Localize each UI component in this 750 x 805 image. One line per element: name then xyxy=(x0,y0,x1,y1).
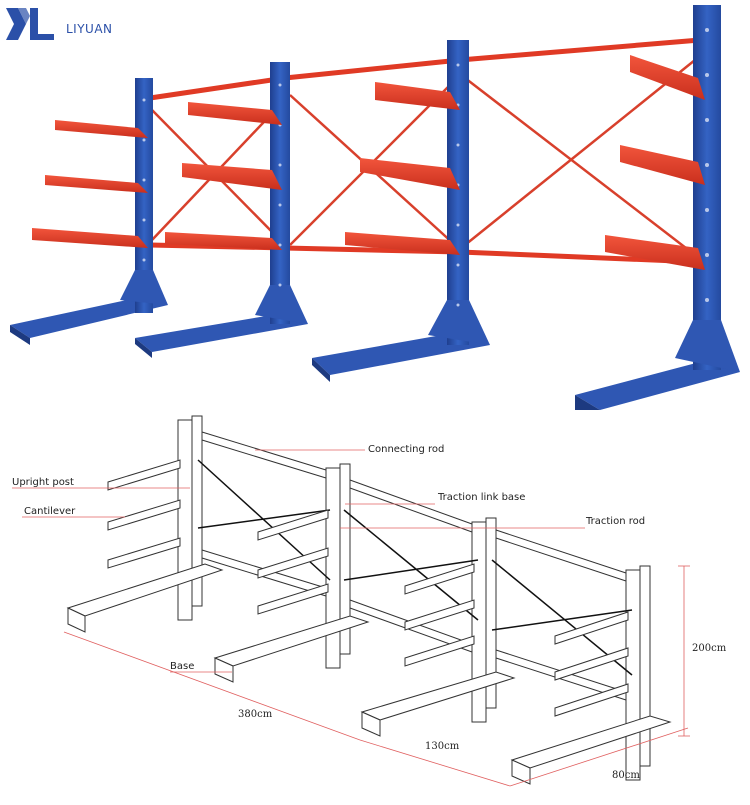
brand-header: LIYUAN xyxy=(0,0,200,50)
schematic-cantilevers xyxy=(107,459,629,717)
technical-drawing: Connecting rod Upright post Traction lin… xyxy=(0,410,750,800)
label-base: Base xyxy=(170,661,194,672)
dimension-length: 380cm xyxy=(238,709,273,720)
product-photo: LIYUAN xyxy=(0,0,740,410)
upright-post-3 xyxy=(471,521,487,723)
leader-lines xyxy=(12,449,585,673)
cantilever-arms xyxy=(32,55,705,270)
connecting-rods xyxy=(149,37,701,265)
upright-post-1 xyxy=(177,419,193,621)
label-connecting-rod: Connecting rod xyxy=(368,444,444,455)
label-traction-link-base: Traction link base xyxy=(437,492,525,503)
label-traction-rod: Traction rod xyxy=(585,516,645,527)
upright-posts xyxy=(120,5,740,372)
upright-post-4 xyxy=(625,569,641,781)
dimension-height: 200cm xyxy=(692,643,727,654)
upright-post-2 xyxy=(325,467,341,669)
upright-post-4-side xyxy=(639,565,651,767)
schematic-traction-rods xyxy=(197,459,633,676)
post-holes xyxy=(142,28,709,307)
upright-post-2-side xyxy=(339,463,351,655)
upright-post-3-side xyxy=(485,517,497,709)
label-upright-post: Upright post xyxy=(12,477,74,488)
rack-schematic: Connecting rod Upright post Traction lin… xyxy=(12,415,727,787)
dimension-lines xyxy=(63,565,690,787)
dimension-depth: 80cm xyxy=(612,770,640,781)
label-cantilever: Cantilever xyxy=(24,506,76,517)
liyuan-logo-icon xyxy=(6,8,54,40)
brand-name: LIYUAN xyxy=(66,22,113,36)
upright-post-1-side xyxy=(191,415,203,607)
cantilever-rack-illustration xyxy=(10,5,740,410)
dimension-spacing: 130cm xyxy=(425,741,460,752)
bases xyxy=(10,295,740,410)
schematic-bases xyxy=(66,563,672,785)
